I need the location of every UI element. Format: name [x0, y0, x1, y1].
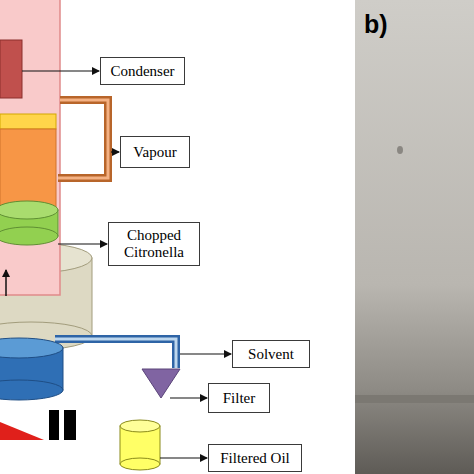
- photo-ledge: [355, 395, 474, 403]
- wall-spot: [397, 146, 403, 154]
- vapour-pipe-core: [58, 100, 108, 178]
- label-text: Vapour: [133, 144, 176, 161]
- label-text: Filtered Oil: [220, 450, 290, 467]
- oil-container-top: [120, 420, 160, 432]
- label-box: Filtered Oil: [208, 444, 302, 472]
- photo-panel: [355, 0, 474, 474]
- steam-band: [0, 114, 56, 129]
- label-text: Solvent: [248, 346, 294, 363]
- flame-symbol: [0, 422, 44, 440]
- leader-arrow: [22, 70, 99, 71]
- vapour-zone: [0, 129, 56, 207]
- leader-arrow: [170, 397, 207, 398]
- water-surface: [0, 338, 63, 358]
- leader-arrow: [111, 151, 119, 152]
- citronella-top: [0, 201, 58, 219]
- leader-arrow: [160, 457, 207, 458]
- label-text: Chopped Citronella: [113, 227, 195, 261]
- oil-container-base: [120, 458, 160, 470]
- label-box: Solvent: [232, 340, 310, 368]
- water-bath-base: [0, 380, 63, 400]
- label-text: Filter: [223, 390, 256, 407]
- panel-label: b): [364, 10, 388, 39]
- label-box: Vapour: [120, 136, 190, 168]
- label-box: Chopped Citronella: [108, 222, 200, 266]
- label-box: Filter: [208, 383, 270, 413]
- filter-funnel: [142, 369, 180, 398]
- solvent-pipe-core: [55, 339, 176, 368]
- leader-arrow: [180, 353, 231, 354]
- label-box: Condenser: [100, 57, 185, 85]
- distillation-column: [0, 0, 60, 295]
- condenser-coil: [0, 40, 22, 98]
- vapour-pipe: [58, 100, 108, 178]
- heater-block: [49, 410, 59, 440]
- label-text: Condenser: [110, 63, 174, 80]
- solvent-pipe: [55, 339, 176, 368]
- heater-block: [64, 410, 76, 440]
- flow-arrow: [5, 270, 7, 296]
- citronella-bottom: [0, 227, 58, 245]
- leader-arrow: [58, 243, 107, 244]
